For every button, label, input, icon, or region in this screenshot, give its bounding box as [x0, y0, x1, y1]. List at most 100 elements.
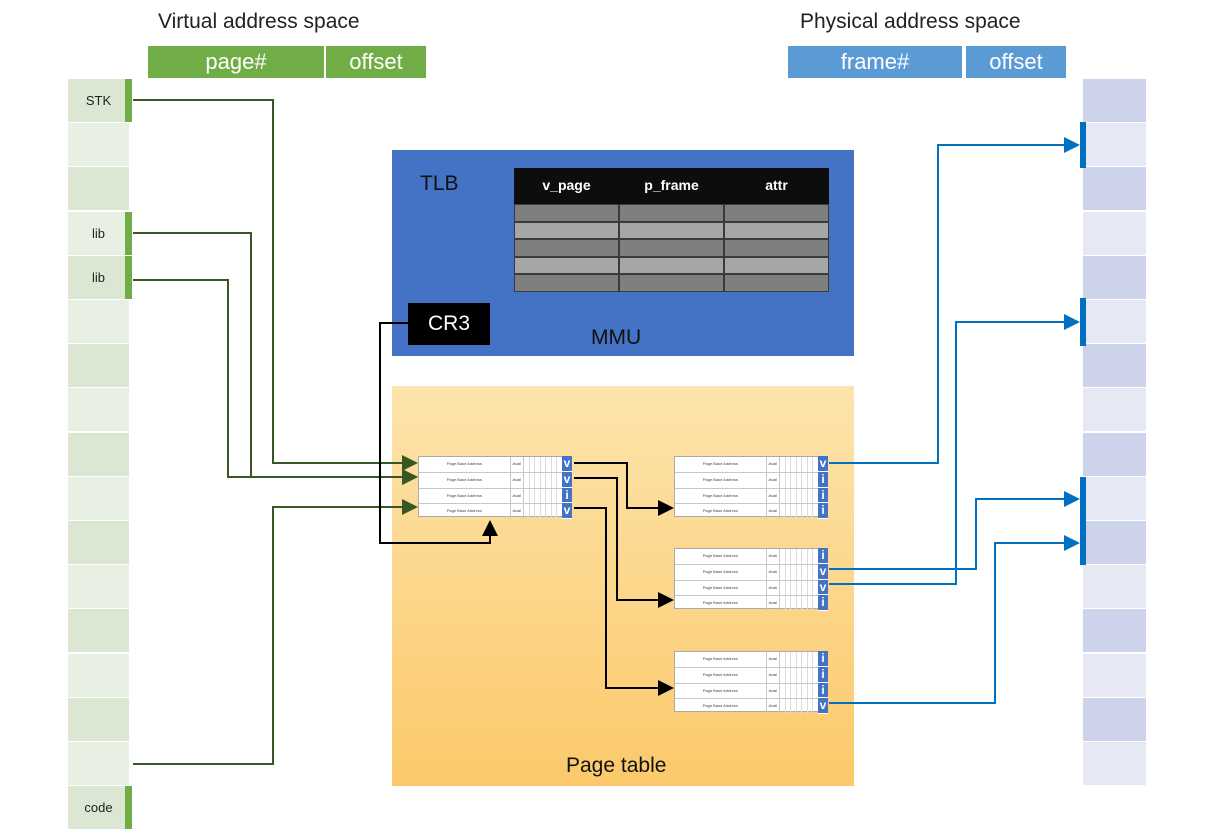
tlb-entry-cell [619, 256, 724, 274]
valid-bit: v [562, 503, 572, 519]
flag-bit [780, 457, 786, 472]
flag-bit [797, 549, 803, 564]
valid-bit: v [818, 579, 828, 596]
flag-bit [530, 472, 536, 488]
virtual-page-cell [68, 388, 129, 432]
page-base-address-field: Page Base Address [675, 564, 767, 580]
virtual-page-cell: lib [68, 211, 129, 255]
virtual-page-cell [68, 653, 129, 697]
physical-frame-cell [1083, 742, 1146, 785]
mapped-page-marker [125, 255, 132, 299]
sub2a-to-frame-arrow [829, 491, 1080, 570]
flag-bit [802, 564, 808, 580]
sub2b-to-frame-arrow [829, 314, 1080, 585]
valid-bit: i [818, 651, 828, 667]
tlb-table: v_page p_frame attr [514, 168, 829, 293]
flag-bit [786, 549, 792, 564]
connector-arrows [133, 99, 1086, 765]
flag-bit [791, 683, 797, 699]
flag-bit [808, 699, 814, 714]
valid-bit: v [562, 471, 572, 488]
tlb-header-pframe: p_frame [619, 168, 724, 204]
avail-field: Avail [767, 580, 780, 596]
tlb-entry-cell [619, 274, 724, 292]
flag-bit [546, 488, 552, 504]
flag-bit [541, 504, 547, 519]
avail-field: Avail [767, 504, 780, 519]
flag-bit [530, 457, 536, 472]
sub3-to-frame-arrow [829, 535, 1080, 704]
page-base-address-field: Page Base Address [675, 596, 767, 611]
flag-bit [780, 596, 786, 611]
physical-frame-cell [1083, 432, 1146, 476]
valid-bit: i [562, 487, 572, 504]
mapped-page-marker [125, 79, 132, 122]
frame-marker-2 [1080, 298, 1086, 346]
flag-bit [797, 652, 803, 667]
flag-bit [808, 580, 814, 596]
flag-bit [786, 504, 792, 519]
flag-bit [802, 596, 808, 611]
flag-bit [780, 580, 786, 596]
root-to-sub2-arrow [574, 477, 674, 608]
flag-bit [780, 488, 786, 504]
physical-frame-cell [1083, 388, 1146, 432]
valid-bit: i [818, 548, 828, 564]
flag-bit [780, 549, 786, 564]
page-base-address-field: Page Base Address [419, 504, 511, 519]
root-to-sub3-arrow [574, 507, 674, 696]
virtual-page-cell [68, 609, 129, 653]
page-number-field: page# [148, 46, 324, 78]
physical-offset-field: offset [966, 46, 1066, 78]
cr3-register: CR3 [408, 303, 490, 345]
flag-bit [791, 504, 797, 519]
virtual-page-cell [68, 565, 129, 609]
flag-bit [802, 652, 808, 667]
physical-space-title: Physical address space [800, 10, 1021, 33]
virtual-page-cell [68, 697, 129, 741]
avail-field: Avail [511, 472, 524, 488]
flag-bit [535, 472, 541, 488]
tlb-entry-cell [514, 204, 619, 222]
flag-bit [797, 504, 803, 519]
flag-bit [808, 596, 814, 611]
mmu-box: TLB v_page p_frame attr CR3 MMU [392, 150, 854, 356]
avail-field: Avail [511, 504, 524, 519]
flag-bit [808, 472, 814, 488]
mapped-page-marker [125, 211, 132, 255]
stk-to-pagetable-arrow [133, 99, 418, 471]
tlb-entry-cell [724, 221, 829, 239]
flag-bit [791, 549, 797, 564]
flag-bit [808, 504, 814, 519]
avail-field: Avail [767, 596, 780, 611]
valid-bit: v [818, 456, 828, 472]
physical-frame-cell [1083, 300, 1146, 343]
page-base-address-field: Page Base Address [675, 580, 767, 596]
flag-bit [802, 667, 808, 683]
flag-bit [552, 488, 558, 504]
flag-bit [791, 564, 797, 580]
flag-bit [786, 652, 792, 667]
root-to-sub1-arrow [574, 462, 674, 516]
avail-field: Avail [767, 683, 780, 699]
frame-marker-1 [1080, 122, 1086, 168]
physical-frame-cell [1083, 167, 1146, 211]
tlb-label: TLB [420, 172, 459, 195]
flag-bit [808, 652, 814, 667]
flag-bit [780, 564, 786, 580]
flag-bit [808, 488, 814, 504]
tlb-entry-cell [619, 204, 724, 222]
physical-frame-cell [1083, 565, 1146, 609]
flag-bit [552, 472, 558, 488]
flag-bit [786, 699, 792, 714]
valid-bit: i [818, 471, 828, 488]
avail-field: Avail [767, 457, 780, 472]
flag-bit [797, 667, 803, 683]
avail-field: Avail [511, 488, 524, 504]
